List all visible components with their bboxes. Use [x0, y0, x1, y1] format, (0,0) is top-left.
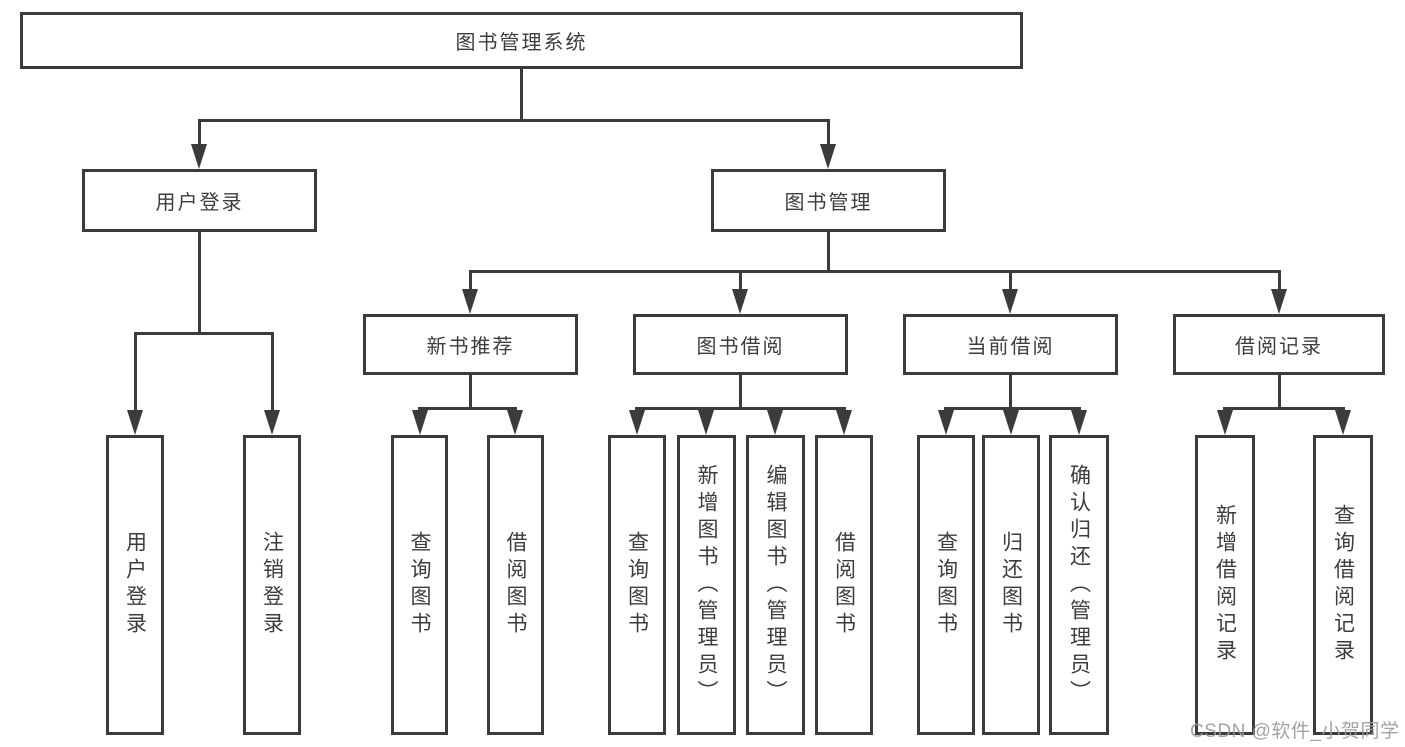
leaf-query-books-borrowing-label: 查询图书 — [625, 531, 649, 639]
node-current-borrowing: 当前借阅 — [903, 314, 1118, 375]
connector-vline — [827, 232, 830, 273]
node-book-management: 图书管理 — [711, 169, 946, 232]
leaf-query-books-recommend-label: 查询图书 — [408, 531, 431, 639]
arrowhead-down-icon — [820, 144, 836, 169]
arrowhead-down-icon — [191, 144, 207, 169]
connector-hline — [418, 407, 517, 410]
connector-vline — [520, 69, 523, 120]
leaf-borrow-books-recommend: 借阅图书 — [487, 435, 544, 735]
leaf-confirm-return-admin-label: 确认归还（管理员） — [1067, 463, 1091, 707]
connector-hline — [1223, 407, 1345, 410]
node-current-borrowing-label: 当前借阅 — [966, 336, 1055, 358]
connector-hline — [635, 407, 846, 410]
arrowhead-down-icon — [462, 289, 478, 314]
leaf-confirm-return-admin: 确认归还（管理员） — [1049, 435, 1109, 735]
connector-hline — [469, 270, 1281, 273]
connector-vline — [739, 270, 742, 291]
node-book-borrowing-label: 图书借阅 — [696, 336, 785, 358]
leaf-user-login-label: 用户登录 — [123, 531, 147, 639]
leaf-query-books-recommend: 查询图书 — [391, 435, 448, 735]
node-borrowing-records-label: 借阅记录 — [1235, 336, 1323, 358]
connector-vline — [271, 332, 274, 412]
connector-hline — [134, 332, 274, 335]
arrowhead-down-icon — [1335, 410, 1351, 435]
connector-vline — [1278, 270, 1281, 291]
leaf-return-books-label: 归还图书 — [999, 531, 1023, 639]
arrowhead-down-icon — [1071, 410, 1087, 435]
arrowhead-down-icon — [264, 410, 280, 435]
connector-hline — [198, 119, 830, 122]
connector-vline — [469, 375, 472, 409]
connector-hline — [944, 407, 1081, 410]
arrowhead-down-icon — [1217, 410, 1233, 435]
leaf-logout-label: 注销登录 — [260, 531, 284, 639]
leaf-add-book-admin-label: 新增图书（管理员） — [695, 463, 718, 707]
leaf-add-borrow-record: 新增借阅记录 — [1195, 435, 1255, 735]
arrowhead-down-icon — [629, 410, 645, 435]
leaf-return-books: 归还图书 — [982, 435, 1040, 735]
arrowhead-down-icon — [698, 410, 714, 435]
connector-vline — [827, 119, 830, 146]
node-book-borrowing: 图书借阅 — [633, 314, 848, 375]
connector-vline — [739, 375, 742, 409]
leaf-add-borrow-record-label: 新增借阅记录 — [1213, 504, 1237, 666]
connector-vline — [1009, 375, 1012, 409]
arrowhead-down-icon — [507, 410, 523, 435]
node-root-label: 图书管理系统 — [455, 32, 588, 54]
node-borrowing-records: 借阅记录 — [1173, 314, 1385, 375]
leaf-user-login: 用户登录 — [106, 435, 164, 735]
arrowhead-down-icon — [1271, 289, 1287, 314]
leaf-borrow-books-borrowing-label: 借阅图书 — [832, 531, 856, 639]
connector-vline — [1278, 375, 1281, 409]
leaf-query-books-current-label: 查询图书 — [934, 531, 958, 639]
connector-vline — [134, 332, 137, 412]
leaf-borrow-books-borrowing: 借阅图书 — [815, 435, 873, 735]
node-root: 图书管理系统 — [20, 12, 1023, 69]
node-book-management-label: 图书管理 — [784, 192, 873, 214]
arrowhead-down-icon — [127, 410, 143, 435]
leaf-edit-book-admin-label: 编辑图书（管理员） — [764, 463, 787, 707]
leaf-query-books-borrowing: 查询图书 — [608, 435, 666, 735]
connector-vline — [198, 232, 201, 335]
arrowhead-down-icon — [412, 410, 428, 435]
arrowhead-down-icon — [938, 410, 954, 435]
connector-vline — [469, 270, 472, 291]
node-user-login-label: 用户登录 — [155, 192, 244, 214]
csdn-watermark: CSDN @软件_小贺同学 — [1190, 721, 1400, 742]
arrowhead-down-icon — [1002, 289, 1018, 314]
leaf-add-book-admin: 新增图书（管理员） — [677, 435, 736, 735]
leaf-borrow-books-recommend-label: 借阅图书 — [504, 531, 527, 639]
arrowhead-down-icon — [767, 410, 783, 435]
node-new-book-recommend: 新书推荐 — [363, 314, 578, 375]
arrowhead-down-icon — [1003, 410, 1019, 435]
connector-vline — [198, 119, 201, 146]
arrowhead-down-icon — [732, 289, 748, 314]
node-new-book-recommend-label: 新书推荐 — [426, 336, 515, 358]
leaf-query-books-current: 查询图书 — [917, 435, 975, 735]
node-user-login: 用户登录 — [82, 169, 317, 232]
arrowhead-down-icon — [836, 410, 852, 435]
leaf-edit-book-admin: 编辑图书（管理员） — [746, 435, 805, 735]
connector-vline — [1009, 270, 1012, 291]
leaf-query-borrow-record: 查询借阅记录 — [1313, 435, 1373, 735]
leaf-query-borrow-record-label: 查询借阅记录 — [1331, 504, 1355, 666]
leaf-logout: 注销登录 — [243, 435, 301, 735]
